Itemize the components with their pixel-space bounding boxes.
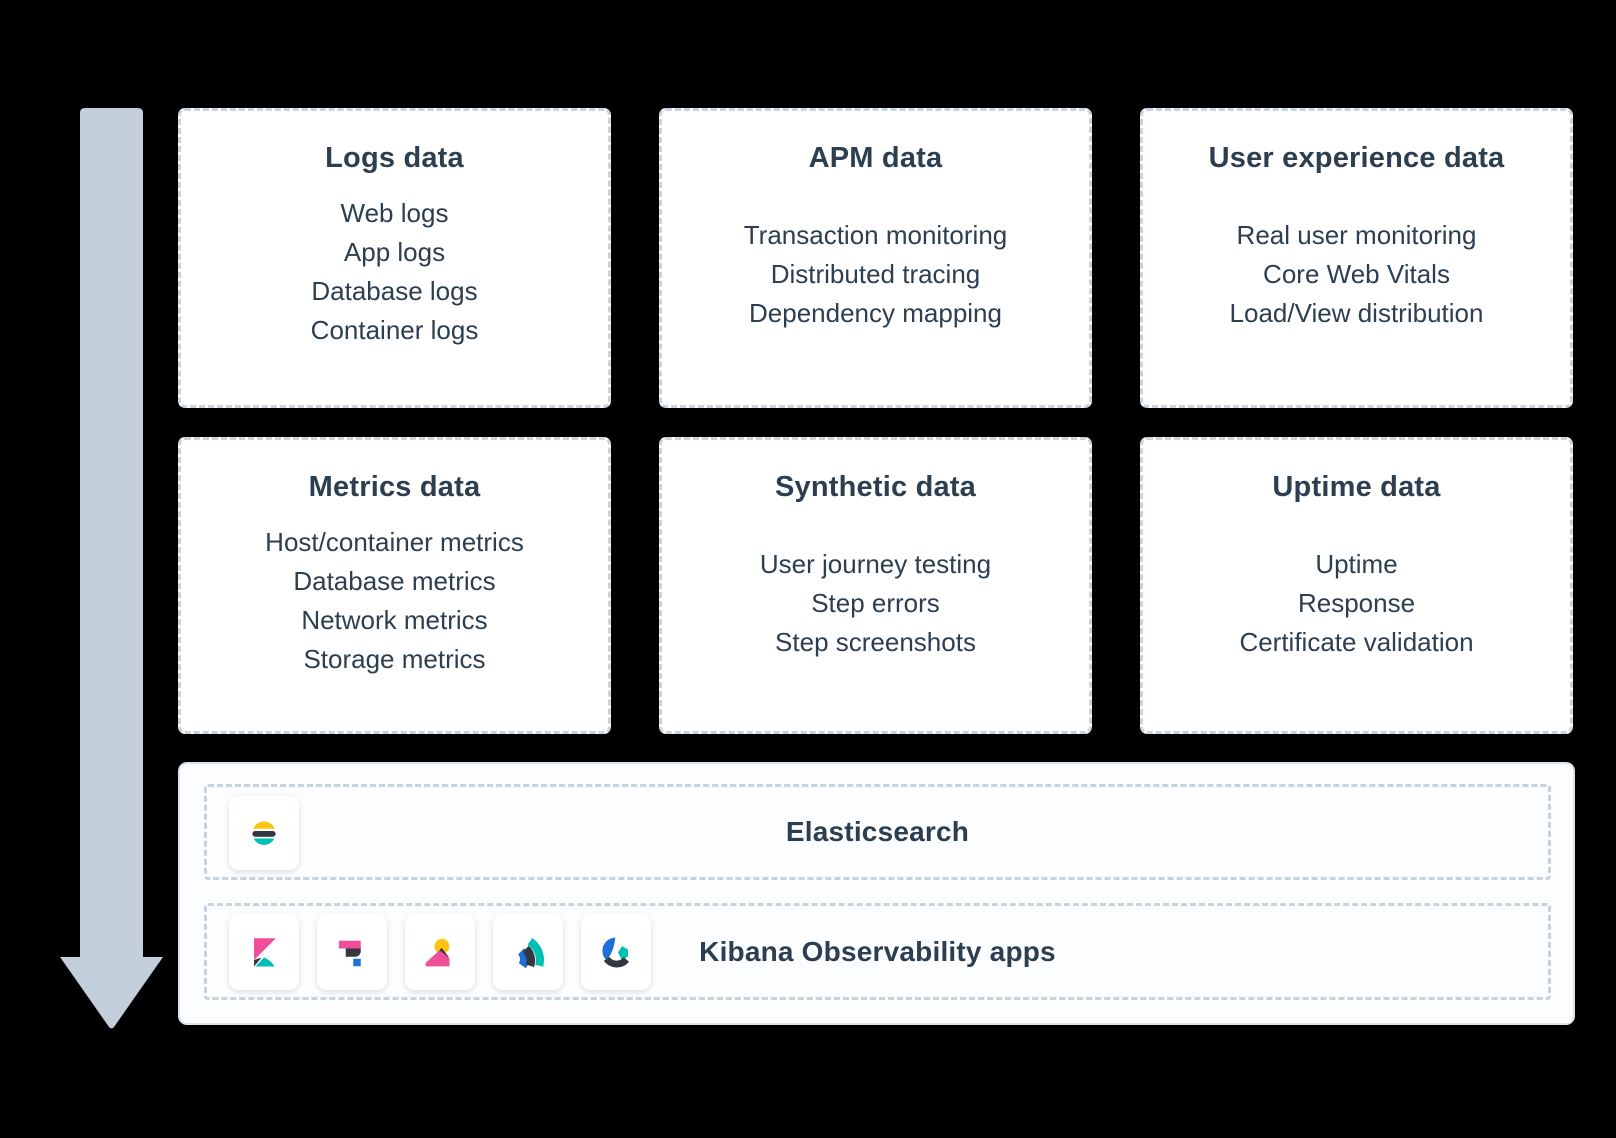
card-title: User experience data — [1208, 142, 1505, 174]
elasticsearch-row: Elasticsearch — [204, 784, 1551, 880]
card-uptime-data: Uptime data Uptime Response Certificate … — [1140, 437, 1573, 734]
kibana-app-icons — [229, 914, 651, 990]
card-user-experience-data: User experience data Real user monitorin… — [1140, 108, 1573, 408]
card-item: Load/View distribution — [1229, 298, 1484, 328]
card-item: Database metrics — [293, 566, 496, 596]
elasticsearch-label: Elasticsearch — [785, 816, 970, 847]
elastic-stack-panel: Elasticsearch — [178, 762, 1575, 1025]
kibana-row: Kibana Observability apps — [204, 903, 1551, 1000]
card-apm-data: APM data Transaction monitoring Distribu… — [659, 108, 1092, 408]
elasticsearch-logo-card — [229, 796, 299, 870]
card-item: Distributed tracing — [770, 259, 981, 289]
elasticsearch-icon — [252, 821, 276, 845]
card-item: Step errors — [811, 588, 940, 618]
card-item-list: Uptime Response Certificate validation — [1143, 545, 1570, 662]
card-title: Logs data — [325, 142, 464, 174]
uptime-app-card — [581, 914, 651, 990]
card-item: Dependency mapping — [749, 298, 1002, 328]
card-item: Database logs — [311, 276, 478, 306]
card-synthetic-data: Synthetic data User journey testing Step… — [659, 437, 1092, 734]
card-item: Response — [1297, 588, 1416, 618]
card-item: App logs — [343, 237, 446, 267]
card-title: Synthetic data — [774, 471, 976, 503]
metrics-app-icon — [425, 938, 450, 967]
card-item: Uptime — [1315, 549, 1398, 579]
card-item: Host/container metrics — [265, 527, 524, 557]
downward-flow-arrow-icon — [60, 108, 163, 1029]
card-item-list: User journey testing Step errors Step sc… — [662, 545, 1089, 662]
card-title: APM data — [808, 142, 943, 174]
metrics-app-card — [405, 914, 475, 990]
card-item: Real user monitoring — [1236, 220, 1477, 250]
apm-app-icon — [517, 937, 544, 969]
card-item: Network metrics — [301, 605, 488, 635]
card-title: Metrics data — [308, 471, 481, 503]
card-metrics-data: Metrics data Host/container metrics Data… — [178, 437, 611, 734]
card-item-list: Host/container metrics Database metrics … — [181, 523, 608, 679]
card-item: Transaction monitoring — [743, 220, 1008, 250]
card-item-list: Real user monitoring Core Web Vitals Loa… — [1143, 216, 1570, 333]
apm-app-card — [493, 914, 563, 990]
card-item: Web logs — [340, 198, 449, 228]
kibana-logo-card — [229, 914, 299, 990]
uptime-app-icon — [602, 937, 630, 968]
card-item-list: Web logs App logs Database logs Containe… — [181, 194, 608, 350]
card-logs-data: Logs data Web logs App logs Database log… — [178, 108, 611, 408]
card-item: Container logs — [310, 315, 479, 345]
card-item: Core Web Vitals — [1263, 259, 1450, 289]
card-item: Step screenshots — [775, 627, 976, 657]
data-source-grid: Logs data Web logs App logs Database log… — [178, 108, 1573, 734]
card-item-list: Transaction monitoring Distributed traci… — [662, 216, 1089, 333]
logs-app-icon — [338, 940, 361, 967]
card-item: User journey testing — [759, 549, 992, 579]
kibana-label: Kibana Observability apps — [699, 935, 1056, 967]
card-item: Storage metrics — [303, 644, 486, 674]
kibana-icon — [254, 938, 276, 967]
logs-app-card — [317, 914, 387, 990]
card-item: Certificate validation — [1239, 627, 1474, 657]
card-title: Uptime data — [1272, 471, 1441, 503]
